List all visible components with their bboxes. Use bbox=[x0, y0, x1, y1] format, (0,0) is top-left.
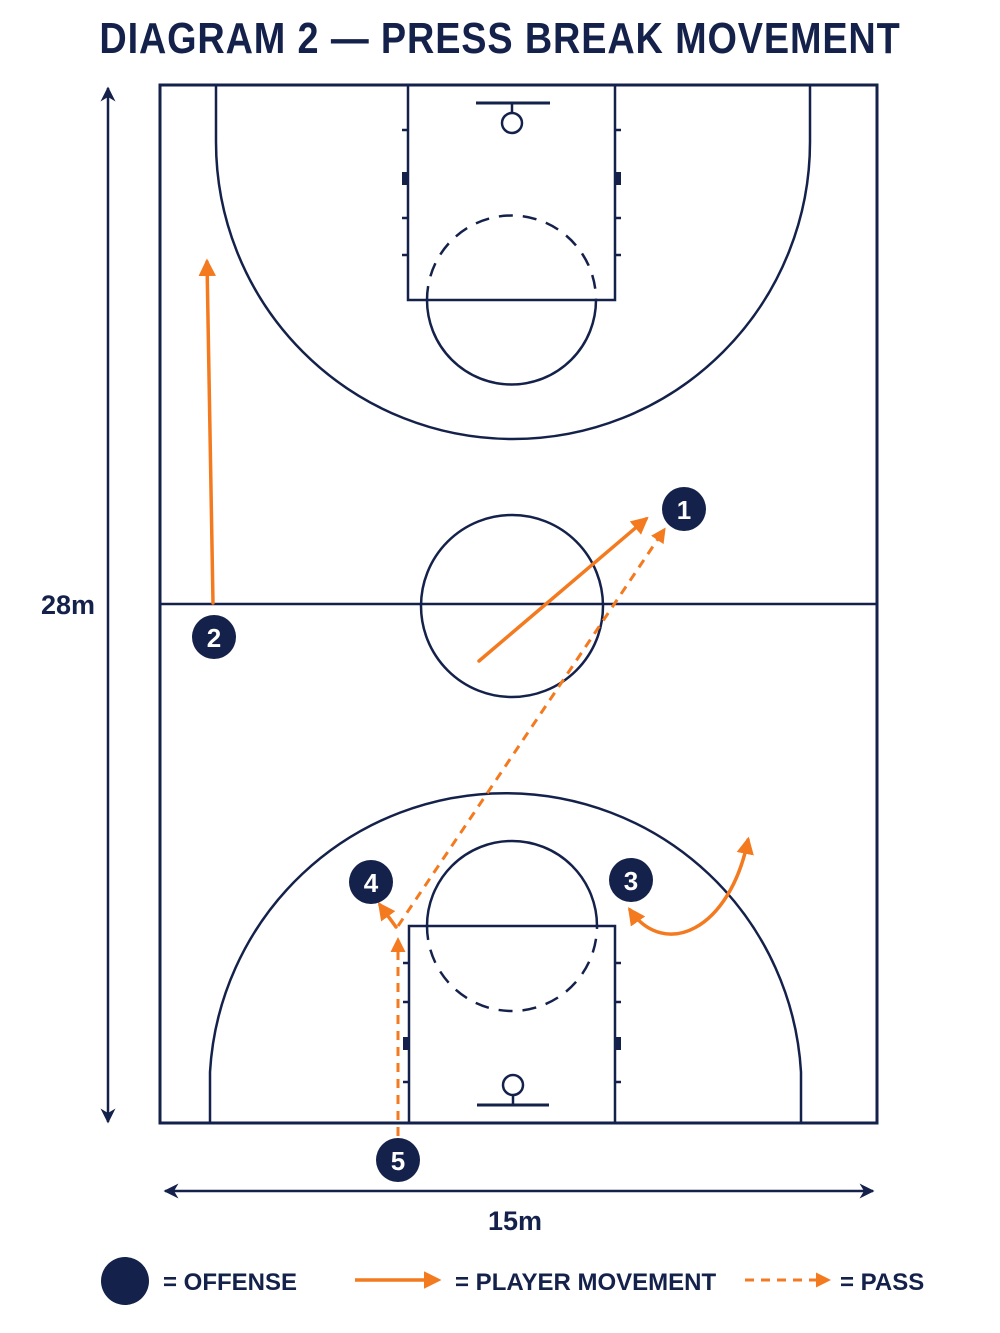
bottom-three-point-line bbox=[208, 792, 803, 1123]
center-circle bbox=[419, 513, 605, 699]
player-5[interactable]: 5 bbox=[376, 1138, 420, 1182]
bottom-rim bbox=[501, 1073, 525, 1097]
bottom-block-right bbox=[615, 1037, 621, 1050]
movement-arrow-player-3 bbox=[627, 836, 754, 936]
player-5-marker[interactable] bbox=[376, 1138, 420, 1182]
movement-arrow-player-4 bbox=[377, 902, 398, 929]
player-2-marker[interactable] bbox=[192, 615, 236, 659]
legend-offense-symbol bbox=[101, 1257, 149, 1305]
legend: = OFFENSE = PLAYER MOVEMENT = PASS bbox=[101, 1257, 924, 1305]
passes bbox=[390, 527, 666, 1136]
player-1[interactable]: 1 bbox=[662, 487, 706, 531]
length-dimension-label: 28m bbox=[41, 590, 95, 620]
top-free-throw-circle-upper bbox=[425, 214, 598, 301]
legend-offense-label: = OFFENSE bbox=[163, 1269, 297, 1296]
bottom-key bbox=[407, 924, 617, 1125]
top-key bbox=[406, 83, 617, 302]
player-3-number: 3 bbox=[624, 866, 638, 896]
top-rim bbox=[500, 111, 524, 135]
bottom-free-throw-circle-lower bbox=[425, 925, 599, 1013]
player-2[interactable]: 2 bbox=[192, 615, 236, 659]
top-block-right bbox=[615, 172, 621, 185]
top-lane-marks bbox=[402, 128, 621, 257]
player-4-number: 4 bbox=[364, 868, 379, 898]
player-5-number: 5 bbox=[391, 1146, 405, 1176]
player-1-marker[interactable] bbox=[662, 487, 706, 531]
movement-arrow-player-2 bbox=[198, 258, 216, 605]
player-2-number: 2 bbox=[207, 623, 221, 653]
player-1-number: 1 bbox=[677, 495, 691, 525]
bottom-block-left bbox=[403, 1037, 409, 1050]
top-free-throw-circle-lower bbox=[425, 299, 598, 386]
player-4-marker[interactable] bbox=[349, 860, 393, 904]
court-lines bbox=[158, 83, 879, 1125]
bottom-lane-marks bbox=[403, 961, 621, 1084]
diagram-title: DIAGRAM 2 — PRESS BREAK MOVEMENT bbox=[99, 14, 901, 63]
player-movements bbox=[198, 258, 754, 936]
top-block-left bbox=[402, 172, 408, 185]
legend-pass-label: = PASS bbox=[840, 1269, 924, 1296]
legend-movement-label: = PLAYER MOVEMENT bbox=[455, 1269, 717, 1296]
movement-arrow-player-1 bbox=[477, 516, 649, 663]
bottom-free-throw-circle-upper bbox=[425, 839, 599, 927]
player-4[interactable]: 4 bbox=[349, 860, 393, 904]
player-3[interactable]: 3 bbox=[609, 858, 653, 902]
player-3-marker[interactable] bbox=[609, 858, 653, 902]
width-dimension-label: 15m bbox=[488, 1206, 542, 1236]
top-three-point-line bbox=[214, 85, 812, 441]
